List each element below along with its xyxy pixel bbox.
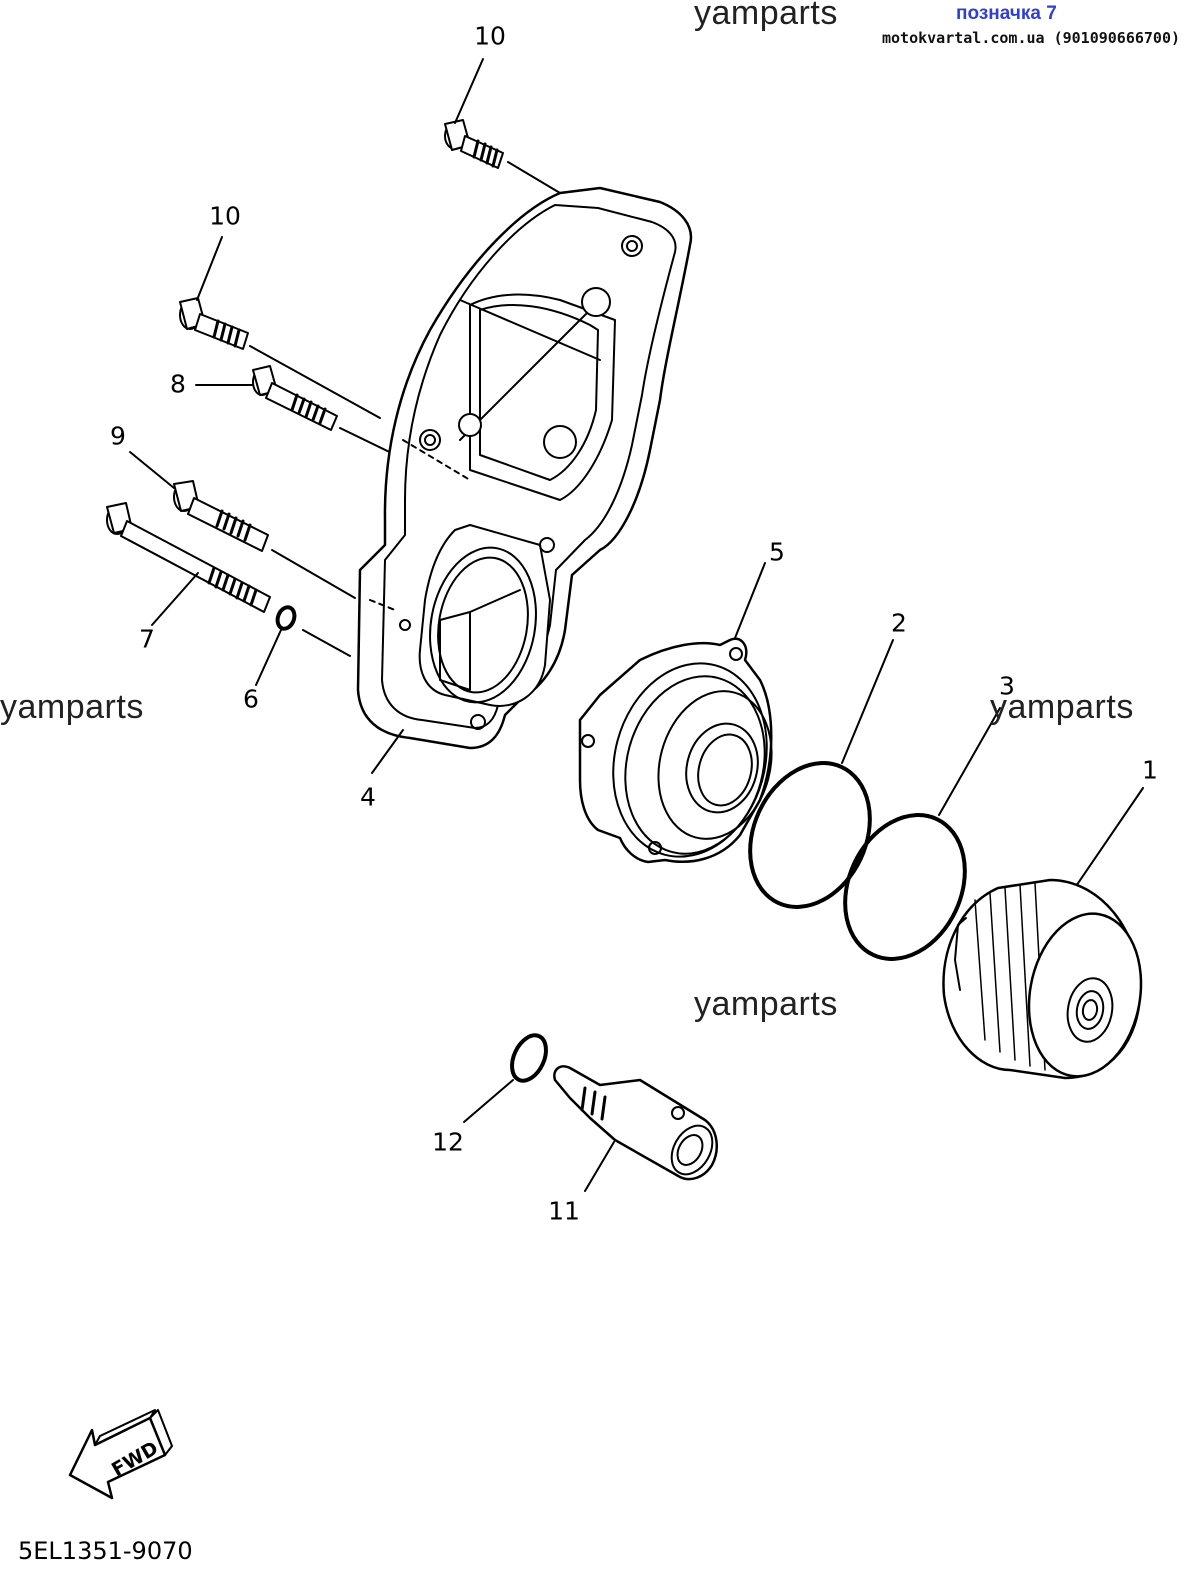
fwd-arrow-icon — [68, 1409, 173, 1500]
callout-12: 12 — [432, 1127, 464, 1157]
watermark-center: yamparts — [694, 985, 838, 1023]
oil-filter-1 — [942, 787, 1144, 1080]
cover-housing-4 — [356, 186, 693, 774]
callout-8: 8 — [170, 369, 186, 399]
callout-4: 4 — [360, 782, 376, 812]
bolt-10-left — [179, 236, 381, 419]
filter-cover-5 — [578, 562, 773, 864]
callout-9: 9 — [110, 421, 126, 451]
mark-label: позначка 7 — [956, 3, 1057, 24]
o-ring-6 — [255, 605, 351, 686]
watermark-left: yamparts — [0, 688, 144, 726]
o-ring-2 — [748, 639, 894, 909]
callout-5: 5 — [769, 537, 785, 567]
callout-2: 2 — [891, 608, 907, 638]
valve-11 — [553, 1065, 718, 1192]
watermark-top: yamparts — [694, 0, 838, 32]
callout-11: 11 — [548, 1196, 580, 1226]
diagram-code: 5EL1351-9070 — [18, 1537, 193, 1565]
callout-10-top: 10 — [474, 21, 506, 51]
bolt-7 — [106, 502, 271, 626]
callout-10-left: 10 — [209, 201, 241, 231]
o-ring-3 — [843, 707, 1001, 961]
callout-6: 6 — [243, 684, 259, 714]
bolt-9 — [129, 451, 356, 599]
callout-7: 7 — [139, 624, 155, 654]
watermark-right: yamparts — [990, 688, 1134, 726]
shop-label: motokvartal.com.ua (901090666700) — [882, 29, 1181, 47]
bolt-10-top — [444, 58, 561, 194]
callout-1: 1 — [1142, 755, 1158, 785]
o-ring-12 — [463, 1033, 548, 1123]
callout-3: 3 — [999, 671, 1015, 701]
